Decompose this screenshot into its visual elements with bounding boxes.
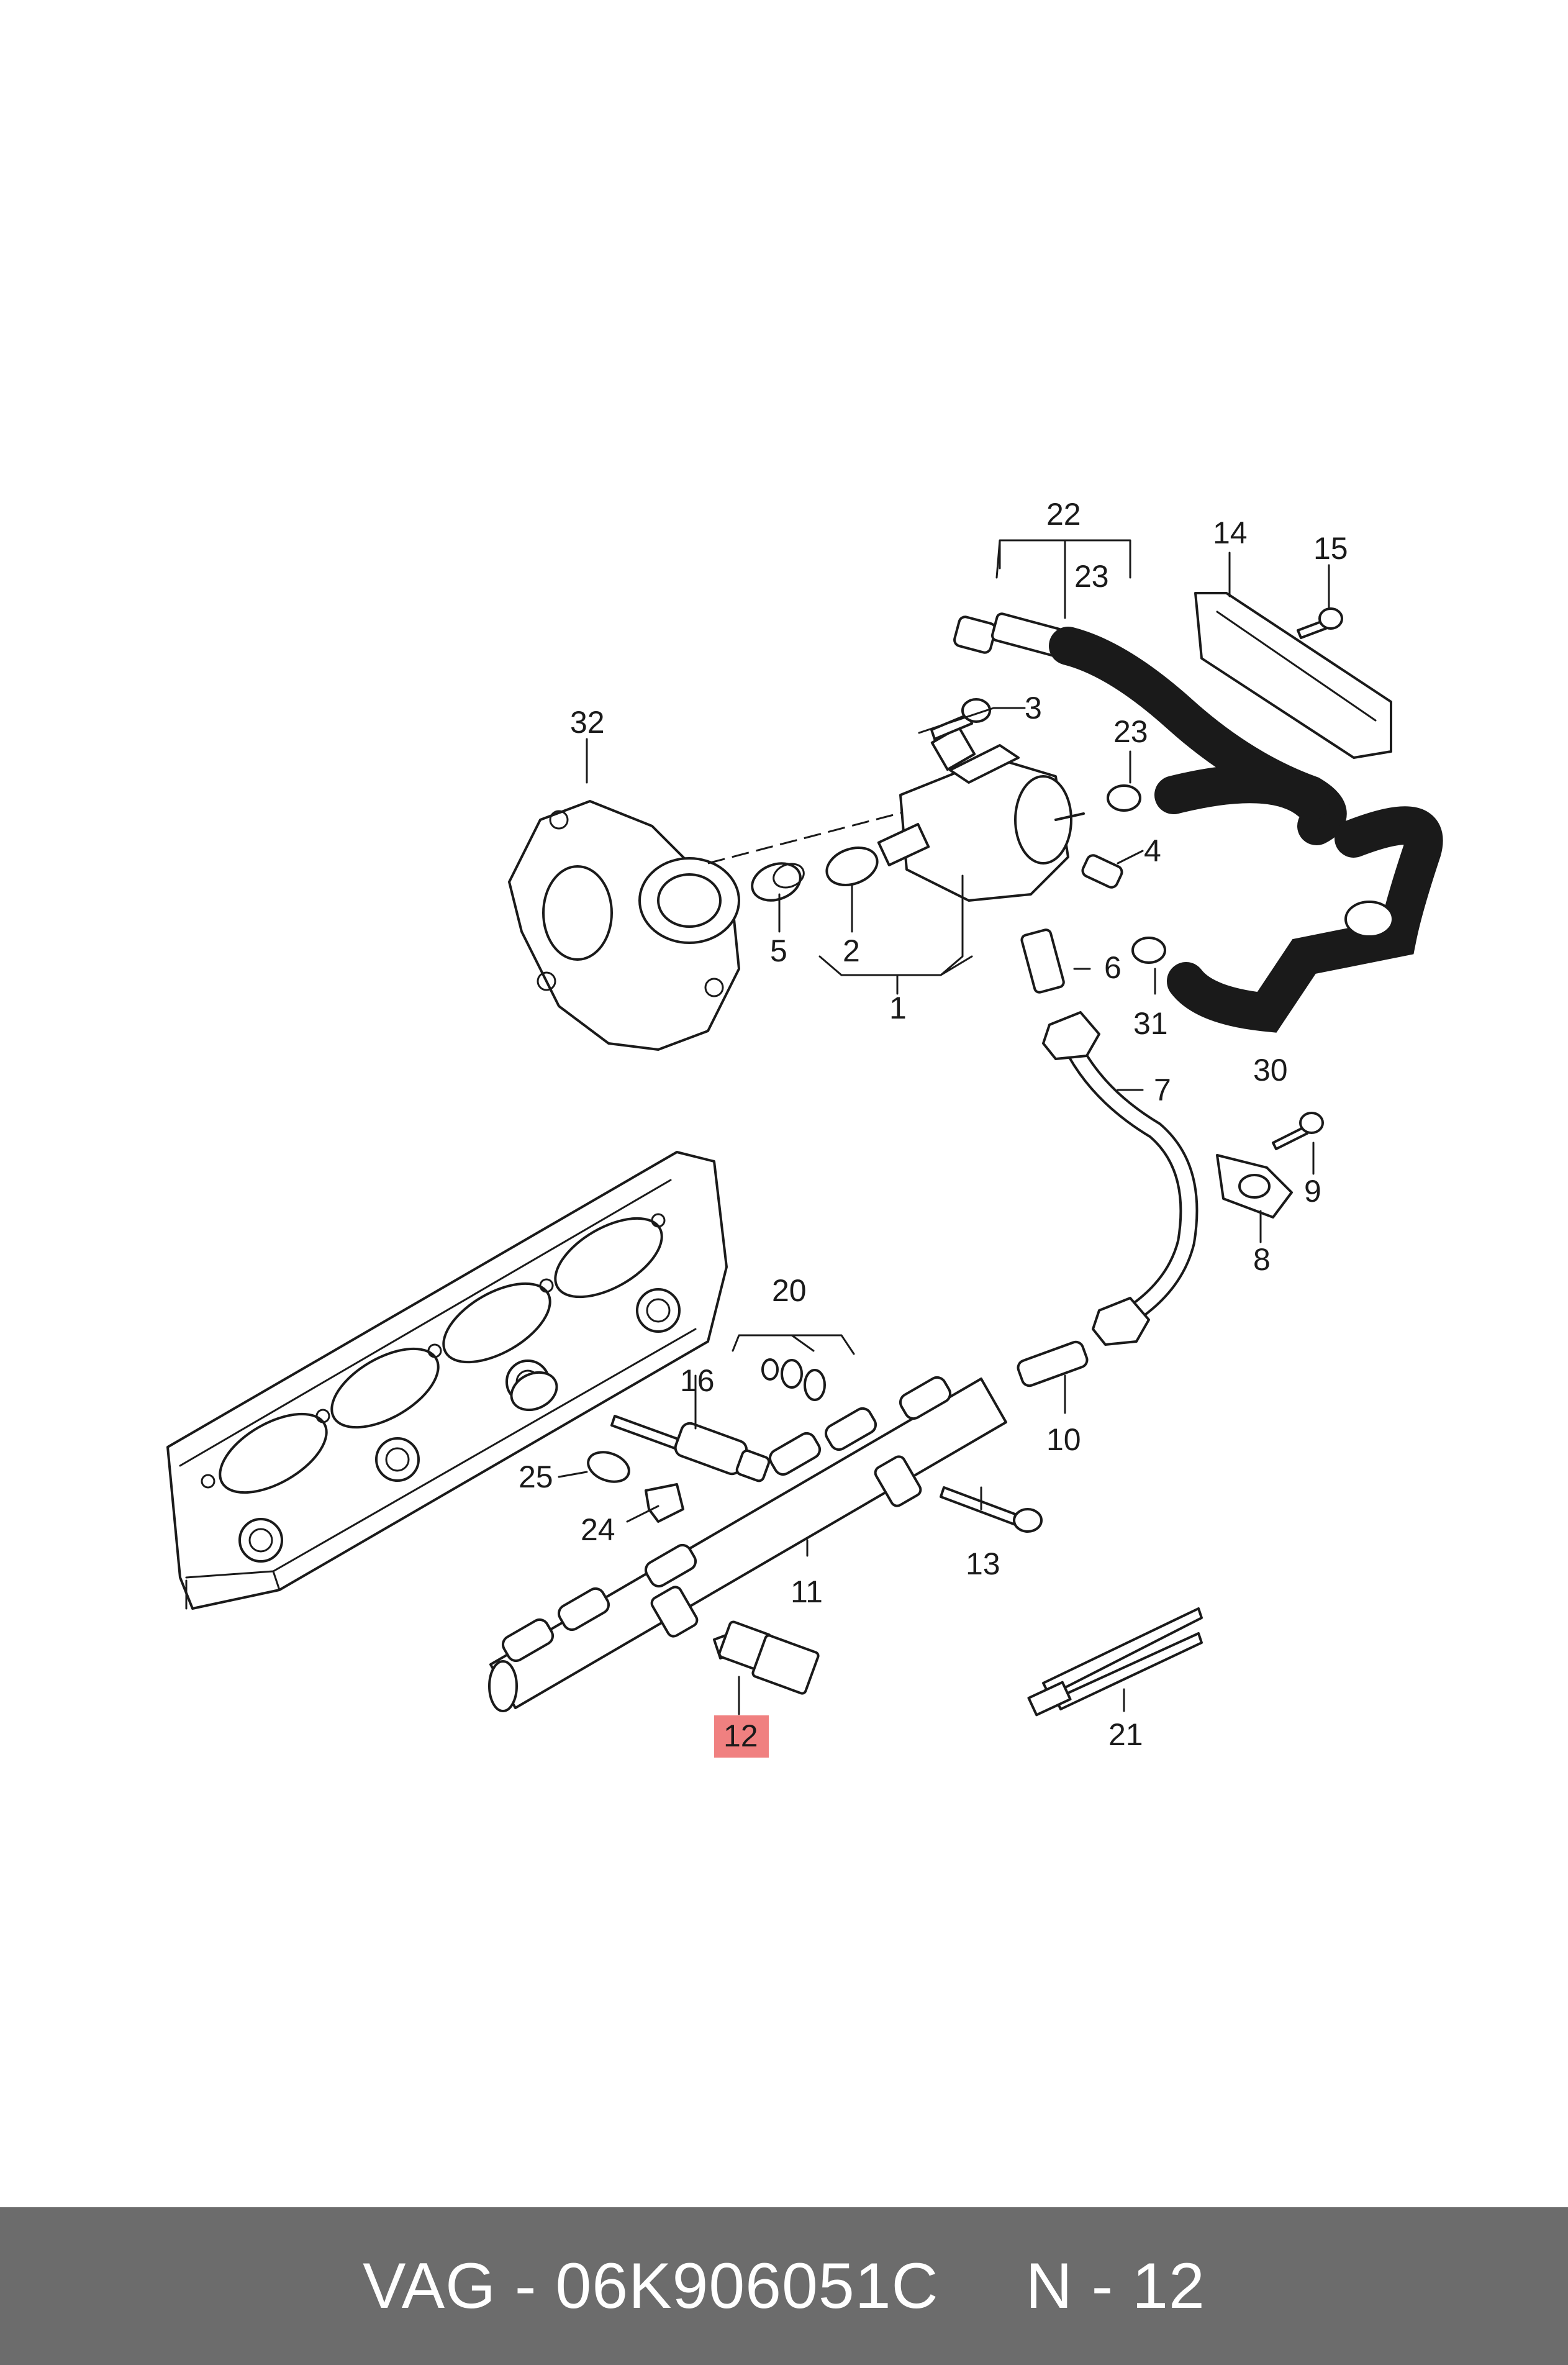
clip-part-8 [1216,1154,1293,1219]
callout-labels: 22 23 14 15 3 32 23 4 5 2 6 1 31 30 7 9 … [519,497,1348,1758]
callout-8: 8 [1253,1242,1271,1277]
callout-21: 21 [1108,1717,1143,1752]
bolt-part-13 [940,1486,1043,1533]
callout-12: 12 [723,1718,758,1753]
high-pressure-pump [877,725,1085,902]
bracket-part-14 [1194,592,1392,759]
cable-tie-part-21 [1027,1607,1203,1717]
callout-23: 23 [1113,714,1148,749]
part-number: VAG - 06K906051C [363,2249,939,2322]
fuel-rail-11 [488,1376,1007,1712]
position-number: N - 12 [1025,2249,1205,2322]
seal-part-5 [751,862,805,902]
callout-1: 1 [889,991,907,1025]
callout-23-top: 23 [1074,559,1109,594]
callout-20: 20 [772,1273,807,1308]
o-ring-part-2 [825,847,879,886]
clip-part-25 [587,1451,630,1483]
clamp-part-23 [1107,784,1141,812]
injector-part-16 [510,1371,771,1482]
callout-11: 11 [791,1574,823,1609]
bolt-part-3 [930,698,991,740]
o-rings-part-20 [761,1358,826,1401]
callout-2: 2 [843,933,860,968]
pipe-nut-upper [1042,1011,1100,1060]
fitting-part-6 [1020,928,1065,994]
screw-part-9 [1272,1112,1324,1150]
callout-31: 31 [1133,1006,1168,1041]
part-info-footer: VAG - 06K906051C N - 12 [0,2207,1568,2365]
pressure-sensor-part-12 [713,1620,820,1695]
callout-16: 16 [680,1363,715,1398]
callout-7: 7 [1154,1073,1171,1107]
cylinder-head [166,1151,728,1610]
callout-22: 22 [1046,497,1081,532]
callout-5: 5 [770,933,787,968]
clamp-part-31 [1131,937,1166,964]
callout-6: 6 [1104,950,1122,985]
parts-diagram: 22 23 14 15 3 32 23 4 5 2 6 1 31 30 7 9 … [166,497,1443,1758]
callout-13: 13 [966,1546,1000,1581]
fitting-part-4 [1081,854,1123,889]
callout-30: 30 [1253,1053,1288,1087]
callout-4: 4 [1144,833,1161,868]
callout-25: 25 [519,1459,553,1494]
callout-10: 10 [1046,1422,1081,1457]
callout-9: 9 [1304,1174,1321,1209]
footer-text: VAG - 06K906051C N - 12 [363,2249,1205,2323]
leader-lines [558,539,1330,1715]
callout-3: 3 [1025,691,1042,725]
callout-12-highlight [714,1715,769,1758]
connector-part-10 [1017,1340,1089,1387]
callout-15: 15 [1313,531,1348,566]
pipe-nut-lower [1092,1297,1150,1346]
callout-32: 32 [570,705,605,740]
fuel-hose-30 [1154,765,1443,1033]
callout-14: 14 [1213,515,1248,550]
clip-part-24 [645,1483,684,1523]
callout-24: 24 [581,1512,615,1547]
screw-part-15 [1297,607,1343,639]
pump-housing [508,800,740,1051]
